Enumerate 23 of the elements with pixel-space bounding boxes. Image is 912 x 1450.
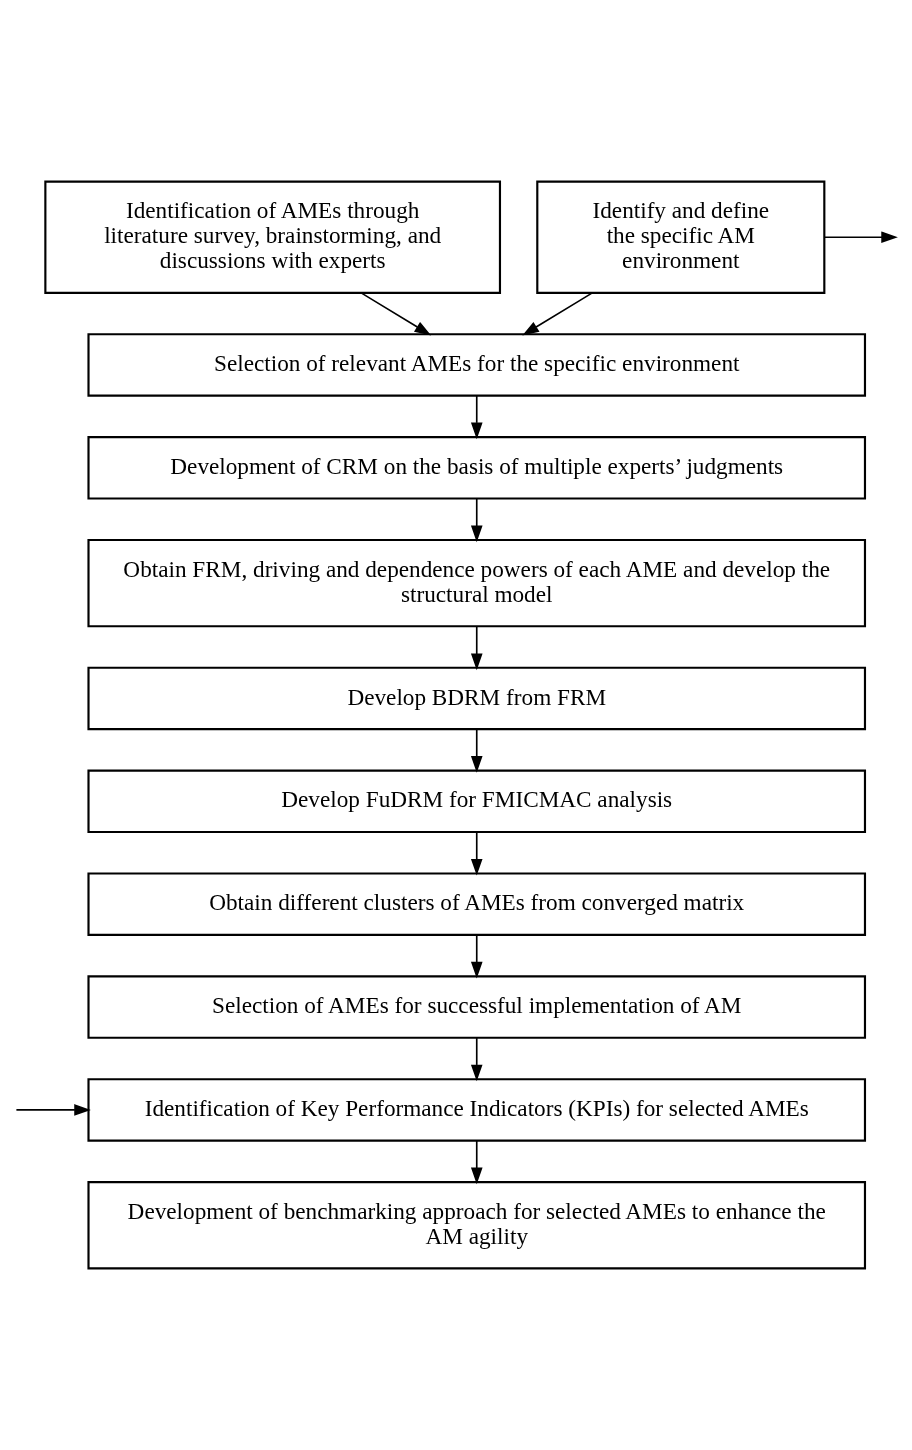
- node-box: Develop FuDRM for FMICMAC analysis: [87, 769, 867, 834]
- arrow: [470, 498, 483, 543]
- arrow: [470, 1037, 483, 1082]
- arrow: [823, 231, 898, 244]
- node-box: Identification of AMEs through literature survey, brainstorming, and discussions with experts: [44, 180, 502, 294]
- arrow: [15, 1104, 91, 1116]
- arrow: [522, 292, 593, 336]
- node-box: Identify and define the specific AM environment: [536, 180, 826, 294]
- node-box: Develop BDRM from FRM: [87, 666, 867, 731]
- arrow: [470, 831, 483, 876]
- arrow: [470, 934, 483, 979]
- node-box: Selection of relevant AMEs for the specific environment: [87, 333, 867, 397]
- arrow: [360, 292, 432, 336]
- arrow: [470, 728, 483, 773]
- arrow: [470, 625, 483, 671]
- node-box: Identification of Key Performance Indicators (KPIs) for selected AMEs: [87, 1078, 867, 1142]
- node-box: Obtain different clusters of AMEs from converged matrix: [87, 872, 867, 936]
- node-box: Obtain FRM, driving and dependence powers of each AME and develop the structural model: [87, 538, 867, 628]
- node-box: Development of benchmarking approach for selected AMEs to enhance the AM agility: [87, 1181, 867, 1270]
- node-box: Development of CRM on the basis of multiple experts’ judgments: [87, 436, 867, 500]
- arrow: [470, 1140, 483, 1185]
- node-box: Selection of AMEs for successful implementation of AM: [87, 975, 867, 1039]
- arrow: [470, 395, 483, 440]
